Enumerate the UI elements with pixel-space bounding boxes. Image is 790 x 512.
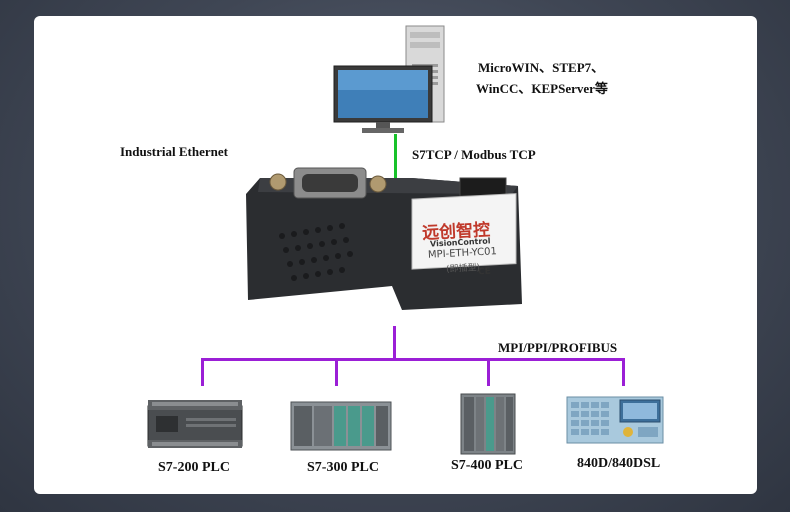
protocol-top-label: S7TCP / Modbus TCP [412,147,536,162]
bus-trunk-line [393,326,396,360]
s7-200-label: S7-200 PLC [158,460,230,475]
bus-drop-s7-300 [335,358,338,386]
bus-drop-840d [622,358,625,386]
bus-horizontal-line [201,358,625,361]
s7-400-plc-icon [460,393,516,455]
bus-drop-s7-400 [487,358,490,386]
ethernet-line [394,134,397,178]
s7-300-label: S7-300 PLC [307,460,379,475]
gateway-device [246,167,522,310]
gateway-cert: CE [477,266,492,278]
software-line-1: MicroWIN、STEP7、 [478,60,605,75]
840d-label: 840D/840DSL [577,456,661,471]
network-label: Industrial Ethernet [120,144,228,159]
840d-cnc-icon [566,396,664,444]
computer-icon [333,25,445,133]
s7-400-label: S7-400 PLC [451,458,523,473]
bus-drop-s7-200 [201,358,204,386]
s7-300-plc-icon [290,401,392,451]
gateway-variant: (即插型) [445,263,481,275]
protocol-bottom-label: MPI/PPI/PROFIBUS [498,340,618,355]
software-line-2: WinCC、KEPServer等 [476,81,608,96]
s7-200-plc-icon [147,400,243,448]
